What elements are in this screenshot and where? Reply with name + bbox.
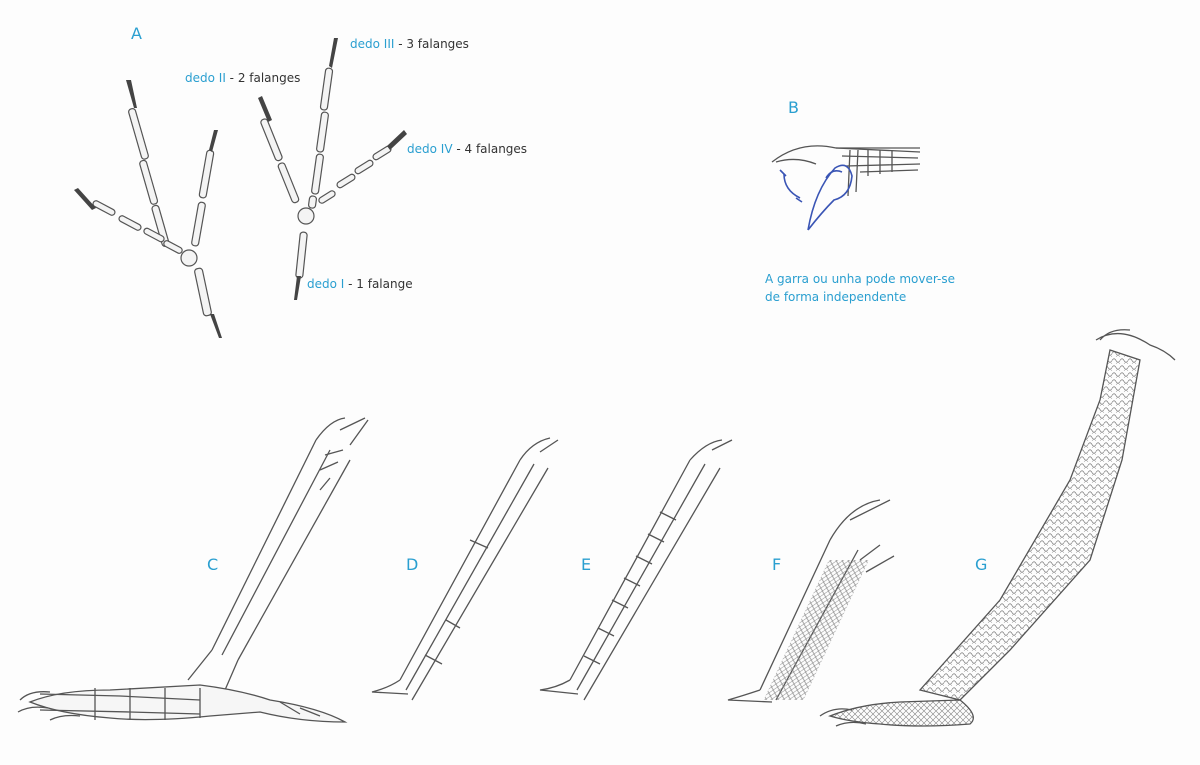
- diagram-a-right-claws: [258, 38, 407, 300]
- toe-desc: - 3 falanges: [394, 37, 469, 51]
- diagram-a-left-skeleton: [92, 108, 215, 317]
- toe-name: dedo II: [185, 71, 226, 85]
- caption-line-1: A garra ou unha pode mover-se: [765, 272, 955, 286]
- toe-label-dedo-iv: dedo IV - 4 falanges: [407, 142, 527, 156]
- diagram-g-leg: [819, 329, 1176, 727]
- diagram-a-left-claws: [74, 80, 222, 338]
- diagram-c-leg: [17, 417, 369, 723]
- panel-label-e: E: [581, 555, 592, 574]
- diagram-f-scale-texture: [763, 560, 869, 700]
- panel-label-b: B: [788, 98, 799, 117]
- panel-label-d: D: [406, 555, 419, 574]
- toe-desc: - 4 falanges: [452, 142, 528, 156]
- caption-b: A garra ou unha pode mover-se de forma i…: [765, 270, 955, 306]
- caption-line-2: de forma independente: [765, 290, 907, 304]
- panel-label-g: G: [975, 555, 988, 574]
- panel-label-c: C: [207, 555, 219, 574]
- diagram-e-leg: [539, 439, 733, 701]
- toe-desc: - 2 falanges: [225, 71, 301, 85]
- panel-label-f: F: [772, 555, 782, 574]
- diagram-b-claw-detail: [771, 145, 921, 197]
- panel-label-a: A: [131, 24, 142, 43]
- toe-name: dedo I: [307, 277, 345, 291]
- toe-name: dedo IV: [407, 142, 453, 156]
- toe-label-dedo-iii: dedo III - 3 falanges: [350, 37, 469, 51]
- diagram-b-blue-claw: [779, 164, 853, 231]
- toe-label-dedo-i: dedo I - 1 falange: [307, 277, 413, 291]
- diagram-d-leg: [371, 437, 559, 701]
- toe-desc: - 1 falange: [344, 277, 413, 291]
- toe-label-dedo-ii: dedo II - 2 falanges: [185, 71, 300, 85]
- diagram-a-right-skeleton: [260, 67, 392, 279]
- toe-name: dedo III: [350, 37, 395, 51]
